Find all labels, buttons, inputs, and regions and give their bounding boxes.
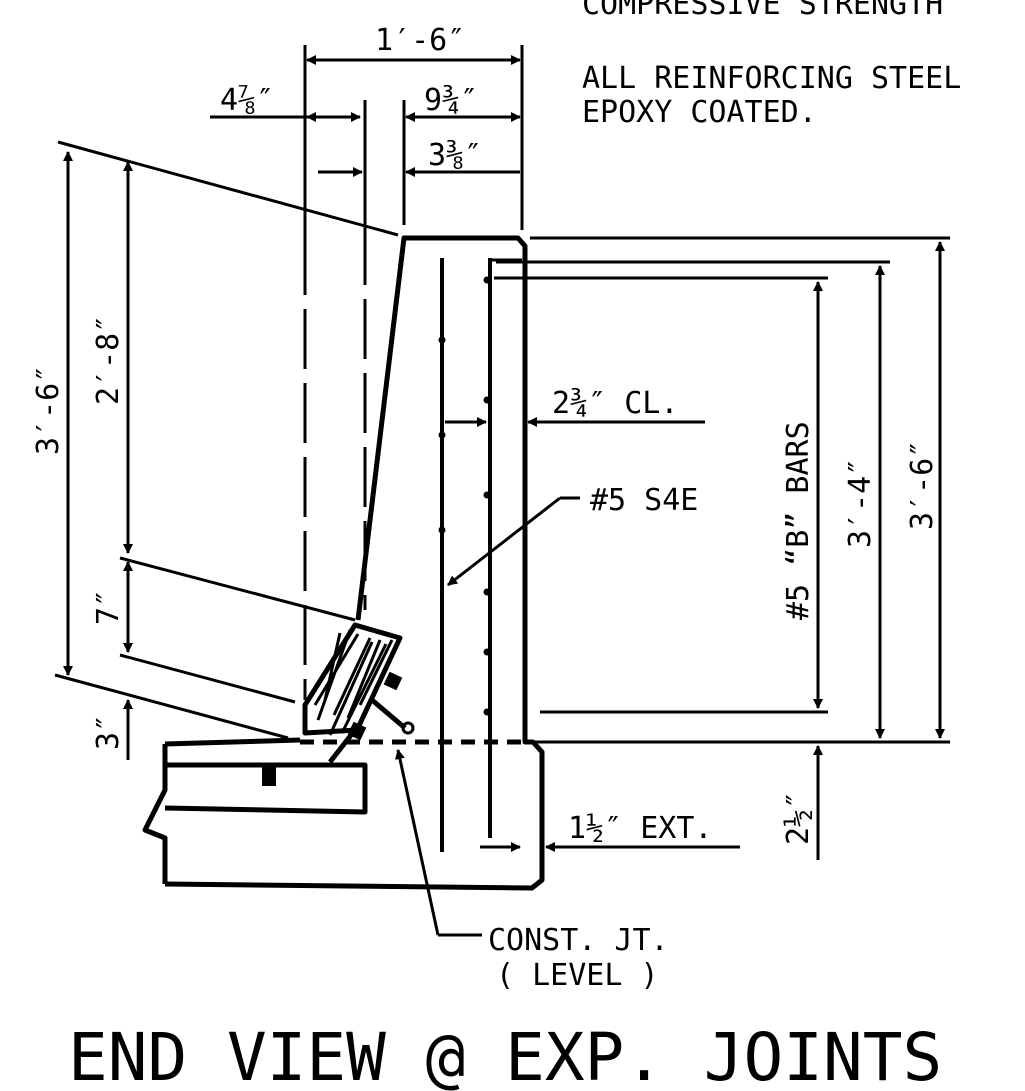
dim-top-width: 1′-6″ (303, 23, 524, 235)
dim-base-height: 3″ (91, 699, 133, 760)
dim-bars-height: 3′-4″ (843, 265, 885, 739)
dim-b-bars-label: #5 “B” BARS (781, 421, 816, 620)
joint-callout: CONST. JT. ( LEVEL ) (395, 749, 669, 993)
rebar-dots (438, 276, 491, 716)
dim-depth: 2½″ (781, 745, 823, 860)
barrier-outline (164, 235, 545, 891)
dim-inner-offset: 3⅜″ (318, 138, 520, 177)
dim-clearance: 2¾″ CL. (445, 386, 705, 427)
bar-callout: #5 S4E (447, 483, 698, 587)
note-line-3: EPOXY COATED. (582, 95, 817, 130)
dim-left-offset-label: 4⅞″ (220, 83, 274, 118)
dim-extension-label: 1½″ EXT. (568, 811, 713, 846)
dim-upper-height: 2′-8″ (91, 161, 133, 554)
dim-extension: 1½″ EXT. (480, 811, 740, 852)
dim-depth-label: 2½″ (781, 791, 816, 845)
dim-right-offset-label: 9¾″ (424, 83, 478, 118)
bar-callout-label: #5 S4E (590, 483, 698, 518)
joint-callout-line1: CONST. JT. (488, 923, 669, 958)
dim-inner-offset-label: 3⅜″ (428, 138, 482, 173)
note-line-2: ALL REINFORCING STEEL (582, 61, 961, 96)
dim-total-height-left-label: 3′-6″ (31, 365, 66, 455)
dim-upper-height-label: 2′-8″ (91, 315, 126, 405)
dim-b-bars: #5 “B” BARS (781, 281, 823, 709)
dim-clearance-label: 2¾″ CL. (552, 386, 678, 421)
dim-right-offset: 9¾″ (402, 83, 521, 225)
joint-callout-line2: ( LEVEL ) (496, 958, 659, 993)
dim-top-width-label: 1′-6″ (375, 23, 465, 58)
dim-slope-height-label: 7″ (91, 589, 126, 625)
dim-total-height-right: 3′-6″ (905, 241, 945, 739)
drawing-title: END VIEW @ EXP. JOINTS (68, 1019, 942, 1091)
expansion-joint (302, 622, 415, 764)
deck-slab (142, 737, 368, 884)
dim-total-height-right-label: 3′-6″ (905, 440, 940, 530)
note-line-1: COMPRESSIVE STRENGTH (582, 0, 943, 22)
dim-total-height-left: 3′-6″ (31, 151, 73, 676)
dim-base-height-label: 3″ (91, 714, 126, 750)
dim-slope-height: 7″ (91, 561, 133, 653)
dim-left-offset: 4⅞″ (210, 83, 367, 225)
dim-bars-height-label: 3′-4″ (843, 458, 878, 548)
